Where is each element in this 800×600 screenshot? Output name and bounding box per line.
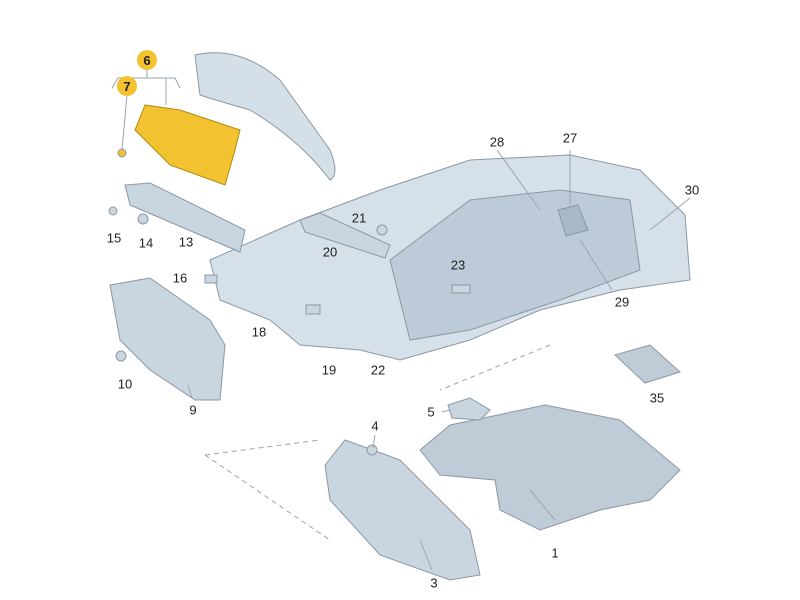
hood-part <box>194 52 336 181</box>
callout-30: 30 <box>684 182 700 198</box>
part-7-clip <box>117 148 127 158</box>
callout-29: 29 <box>614 294 630 310</box>
part-27 <box>557 204 589 237</box>
part-4 <box>366 444 378 456</box>
callout-19: 19 <box>321 362 337 378</box>
callout-13: 13 <box>178 234 194 250</box>
callout-21: 21 <box>351 210 367 226</box>
callout-16: 16 <box>172 270 188 286</box>
callout-10: 10 <box>117 376 133 392</box>
callout-23: 23 <box>450 257 466 273</box>
leader-lines <box>111 70 691 571</box>
part-21 <box>376 224 388 236</box>
part-10 <box>115 350 127 362</box>
part-16 <box>204 274 218 284</box>
callout-7-highlighted: 7 <box>117 76 137 96</box>
callout-3: 3 <box>430 575 438 591</box>
callout-35: 35 <box>649 390 665 406</box>
part-20 <box>299 212 391 259</box>
part-18 <box>305 304 321 315</box>
part-23 <box>451 284 471 294</box>
callout-18: 18 <box>251 324 267 340</box>
part-15 <box>108 206 118 216</box>
part-9 <box>109 277 226 401</box>
hood-insulation-part <box>134 104 241 186</box>
callout-20: 20 <box>322 244 338 260</box>
part-14 <box>137 213 149 225</box>
callout-27: 27 <box>562 130 578 146</box>
callout-4: 4 <box>371 418 379 434</box>
callout-14: 14 <box>138 235 154 251</box>
part-5 <box>447 397 491 421</box>
callout-15: 15 <box>106 230 122 246</box>
callout-28: 28 <box>489 134 505 150</box>
callout-9: 9 <box>189 402 197 418</box>
callout-1: 1 <box>551 545 559 561</box>
callout-22: 22 <box>370 362 386 378</box>
part-1-carpet <box>419 404 681 531</box>
part-13 <box>124 182 246 253</box>
part-35 <box>614 344 681 384</box>
callout-6-highlighted: 6 <box>137 50 157 70</box>
part-3 <box>324 439 481 581</box>
callout-5: 5 <box>427 404 435 420</box>
